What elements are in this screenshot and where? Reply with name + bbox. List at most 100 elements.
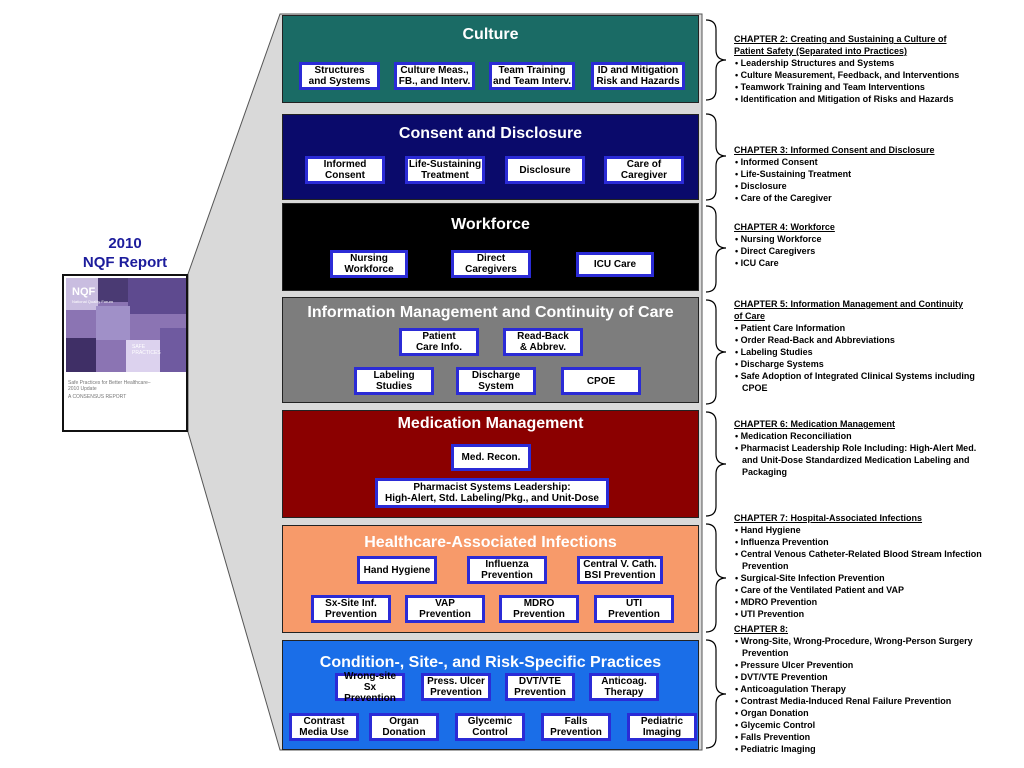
bar-medication-management: Medication Management Med. Recon. Pharma… <box>282 410 699 518</box>
brace-chapter-6 <box>705 411 727 517</box>
box-glycemic-control: Glycemic Control <box>455 713 525 741</box>
chapter-5-item: • Discharge Systems <box>735 359 824 369</box>
chapter-8-item: • Pressure Ulcer Prevention <box>735 660 854 670</box>
box-pediatric-imaging: Pediatric Imaging <box>627 713 697 741</box>
chapter-5-item: • Safe Adoption of Integrated Clinical S… <box>735 371 975 393</box>
chapter-8-item: • Falls Prevention <box>735 732 811 742</box>
box-read-back: Read-Back & Abbrev. <box>503 328 583 356</box>
chapter-7-item: • Surgical-Site Infection Prevention <box>735 573 885 583</box>
box-informed-consent: Informed Consent <box>305 156 385 184</box>
chapter-2-item: • Culture Measurement, Feedback, and Int… <box>735 70 960 80</box>
chapter-2-item: • Leadership Structures and Systems <box>735 58 895 68</box>
box-pharmacist-leadership: Pharmacist Systems Leadership: High-Aler… <box>375 478 609 508</box>
chapter-8-item: • DVT/VTE Prevention <box>735 672 828 682</box>
chapter-4-heading: CHAPTER 4: Workforce <box>734 222 835 232</box>
box-disclosure: Disclosure <box>505 156 585 184</box>
chapter-7-item: • MDRO Prevention <box>735 597 818 607</box>
chapter-4-item: • Direct Caregivers <box>735 246 816 256</box>
chapter-3-list: CHAPTER 3: Informed Consent and Disclosu… <box>734 144 1020 204</box>
chapter-5-item: • Labeling Studies <box>735 347 813 357</box>
chapter-5-item: • Patient Care Information <box>735 323 846 333</box>
bar-consent-disclosure: Consent and Disclosure Informed Consent … <box>282 114 699 200</box>
box-hand-hygiene: Hand Hygiene <box>357 556 437 584</box>
cover-subtitle: National Quality Forum <box>72 299 113 304</box>
chapter-6-list: CHAPTER 6: Medication Management • Medic… <box>734 418 1020 478</box>
cover-tag: A CONSENSUS REPORT <box>68 394 127 400</box>
brace-chapter-8 <box>705 639 727 749</box>
box-press-ulcer: Press. Ulcer Prevention <box>421 673 491 701</box>
box-direct-caregivers: Direct Caregivers <box>451 250 531 278</box>
chapter-8-item: • Anticoagulation Therapy <box>735 684 846 694</box>
brace-chapter-2 <box>705 19 727 101</box>
box-influenza-prevention: Influenza Prevention <box>467 556 547 584</box>
bar-culture-title: Culture <box>462 26 519 43</box>
bar-healthcare-infections: Healthcare-Associated Infections Hand Hy… <box>282 525 699 633</box>
box-contrast-media: Contrast Media Use <box>289 713 359 741</box>
cover-caption: Safe Practices for Better Healthcare– 20… <box>68 380 151 392</box>
bar-infections-title: Healthcare-Associated Infections <box>364 534 617 551</box>
box-organ-donation: Organ Donation <box>369 713 439 741</box>
chapter-2-item: • Identification and Mitigation of Risks… <box>735 94 954 104</box>
bar-infomgmt-title: Information Management and Continuity of… <box>307 304 674 321</box>
chapter-7-item: • UTI Prevention <box>735 609 805 619</box>
chapter-7-heading: CHAPTER 7: Hospital-Associated Infection… <box>734 513 923 523</box>
chapter-8-item: • Organ Donation <box>735 708 809 718</box>
chapter-8-list: CHAPTER 8: • Wrong-Site, Wrong-Procedure… <box>734 623 1020 755</box>
chapter-6-item: • Medication Reconciliation <box>735 431 852 441</box>
box-life-sustaining: Life-Sustaining Treatment <box>405 156 485 184</box>
box-team-training: Team Training and Team Interv. <box>489 62 575 90</box>
box-med-recon: Med. Recon. <box>451 444 531 471</box>
chapter-8-item: • Wrong-Site, Wrong-Procedure, Wrong-Per… <box>735 636 973 658</box>
chapter-2-heading: CHAPTER 2: Creating and Sustaining a Cul… <box>734 34 947 56</box>
chapter-7-item: • Hand Hygiene <box>735 525 801 535</box>
chapter-7-item: • Influenza Prevention <box>735 537 829 547</box>
box-wrong-site-sx: Wrong-site Sx Prevention <box>335 671 405 704</box>
bar-condition-title: Condition-, Site-, and Risk-Specific Pra… <box>319 654 662 671</box>
chapter-5-heading: CHAPTER 5: Information Management and Co… <box>734 299 964 321</box>
box-labeling-studies: Labeling Studies <box>354 367 434 395</box>
box-uti-prevention: UTI Prevention <box>594 595 674 623</box>
box-care-of-caregiver: Care of Caregiver <box>604 156 684 184</box>
chapter-7-list: CHAPTER 7: Hospital-Associated Infection… <box>734 512 1020 620</box>
box-dvt-vte: DVT/VTE Prevention <box>505 673 575 701</box>
chapter-7-item: • Care of the Ventilated Patient and VAP <box>735 585 905 595</box>
chapter-5-item: • Order Read-Back and Abbreviations <box>735 335 895 345</box>
chapter-3-item: • Life-Sustaining Treatment <box>735 169 852 179</box>
bar-consent-title: Consent and Disclosure <box>398 125 583 142</box>
chapter-3-item: • Disclosure <box>735 181 787 191</box>
cover-badge: SAFE PRACTICES <box>132 344 161 356</box>
chapter-8-item: • Contrast Media-Induced Renal Failure P… <box>735 696 952 706</box>
box-structures-systems: Structures and Systems <box>299 62 380 90</box>
report-cover-image: NQF National Quality Forum SAFE PRACTICE… <box>62 274 188 432</box>
chapter-4-item: • Nursing Workforce <box>735 234 822 244</box>
chapter-8-heading: CHAPTER 8: <box>734 624 789 634</box>
box-anticoag: Anticoag. Therapy <box>589 673 659 701</box>
chapter-braces <box>705 19 727 749</box>
chapter-3-item: • Care of the Caregiver <box>735 193 832 203</box>
box-central-v-cath: Central V. Cath. BSI Prevention <box>577 556 663 584</box>
box-falls-prevention: Falls Prevention <box>541 713 611 741</box>
chapter-5-list: CHAPTER 5: Information Management and Co… <box>734 298 1020 394</box>
brace-chapter-4 <box>705 205 727 293</box>
chapter-6-heading: CHAPTER 6: Medication Management <box>734 419 896 429</box>
chapter-8-item: • Pediatric Imaging <box>735 744 816 754</box>
box-icu-care: ICU Care <box>576 252 654 277</box>
chapter-3-item: • Informed Consent <box>735 157 818 167</box>
chapter-3-heading: CHAPTER 3: Informed Consent and Disclosu… <box>734 145 935 155</box>
brace-chapter-3 <box>705 113 727 201</box>
box-sx-site-inf: Sx-Site Inf. Prevention <box>311 595 391 623</box>
box-discharge-system: Discharge System <box>456 367 536 395</box>
box-vap-prevention: VAP Prevention <box>405 595 485 623</box>
bar-condition-site-risk: Condition-, Site-, and Risk-Specific Pra… <box>282 640 699 750</box>
chapter-8-item: • Glycemic Control <box>735 720 816 730</box>
cover-photo-collage: NQF National Quality Forum SAFE PRACTICE… <box>66 278 186 372</box>
report-title: 2010 NQF Report <box>82 235 168 271</box>
bar-culture: Culture Structures and Systems Culture M… <box>282 15 699 103</box>
chapter-7-item: • Central Venous Catheter-Related Blood … <box>735 549 982 571</box>
bar-medication-title: Medication Management <box>397 415 584 432</box>
cover-brand: NQF <box>72 286 96 298</box>
box-culture-meas: Culture Meas., FB., and Interv. <box>394 62 475 90</box>
chapter-2-list: CHAPTER 2: Creating and Sustaining a Cul… <box>734 33 1020 105</box>
box-id-mitigation: ID and Mitigation Risk and Hazards <box>591 62 685 90</box>
chapter-4-list: CHAPTER 4: Workforce • Nursing Workforce… <box>734 221 1020 269</box>
